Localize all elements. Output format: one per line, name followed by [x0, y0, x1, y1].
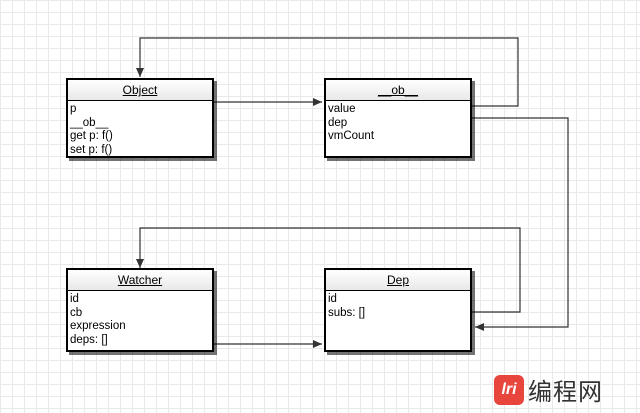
- object-field-getter: get p: f(): [70, 130, 113, 142]
- ob-class-box: __ob__ value dep vmCount: [324, 78, 472, 158]
- watermark-text: 编程网: [528, 378, 603, 406]
- object-field-ob: __ob__: [70, 116, 109, 129]
- dep-class-title: Dep: [326, 270, 470, 291]
- dep-class-box: Dep id subs: []: [324, 268, 472, 352]
- object-class-box: Object p __ob__ get p: f() set p: f(): [66, 78, 214, 158]
- dep-field-subs: subs: []: [328, 306, 366, 319]
- arrow-ob-dep-to-dep: [390, 117, 569, 331]
- dep-field-id: id: [328, 293, 337, 305]
- object-field-setter: set p: f(): [70, 143, 113, 156]
- ob-field-value: value: [328, 103, 356, 115]
- object-class-title: Object: [68, 80, 212, 101]
- watcher-field-cb: cb: [70, 306, 83, 319]
- arrow-ob-value-to-object: [136, 37, 519, 107]
- watermark-logo: lri 编程网: [494, 372, 603, 407]
- object-field-p: p: [70, 103, 77, 115]
- ob-class-title: __ob__: [326, 80, 470, 101]
- arrow-dep-subs-to-watcher: [136, 227, 521, 313]
- watcher-field-deps: deps: []: [70, 333, 108, 346]
- watcher-class-box: Watcher id cb expression deps: []: [66, 268, 214, 352]
- ob-field-dep: dep: [328, 116, 348, 129]
- watcher-field-id: id: [70, 293, 79, 305]
- watermark-badge-icon: lri: [494, 374, 524, 405]
- watcher-field-expression: expression: [70, 320, 126, 332]
- ob-field-vmcount: vmCount: [328, 130, 375, 142]
- watcher-class-title: Watcher: [68, 270, 212, 291]
